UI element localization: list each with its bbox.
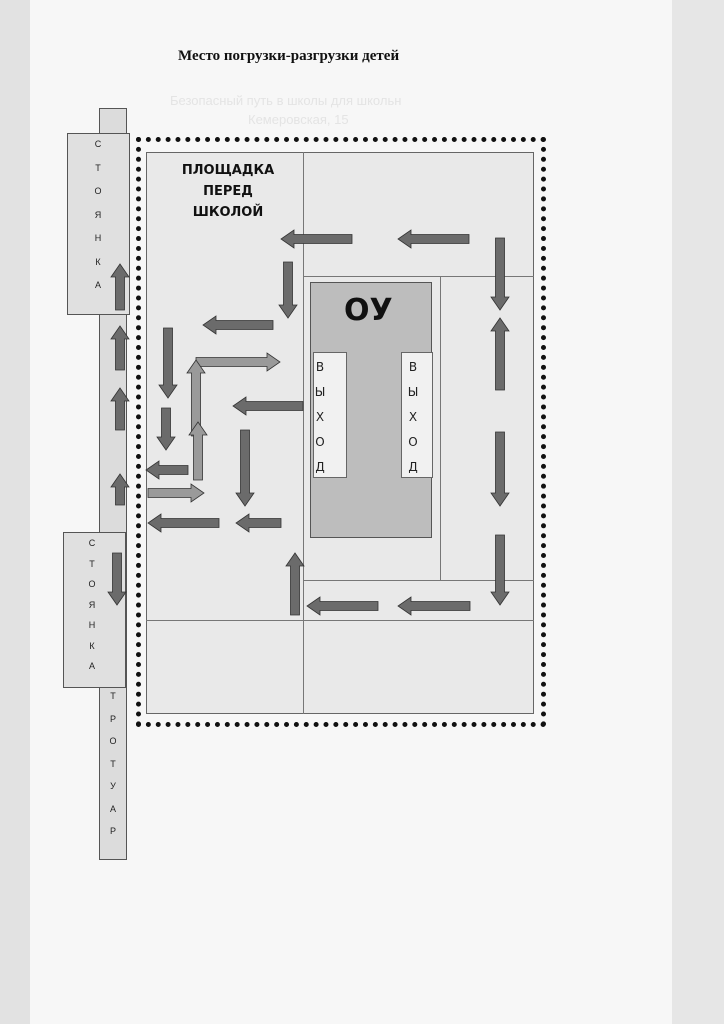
sidewalk-letter: У xyxy=(110,781,116,791)
parking-top-letter: О xyxy=(94,186,102,196)
exit-right-letter: Ы xyxy=(407,385,419,399)
parking-top-letter: Я xyxy=(94,209,102,220)
sidewalk-letter: Р xyxy=(109,713,116,724)
parking-top-letter: Н xyxy=(94,233,102,243)
exit-right-letter: Х xyxy=(408,410,418,424)
direction-arrow xyxy=(110,387,130,431)
parking-top-letter: Т xyxy=(95,162,101,173)
exit-right xyxy=(401,352,433,478)
parking-bottom-letter: А xyxy=(88,661,95,671)
sidewalk-letter: А xyxy=(109,803,116,814)
faint-header-line2: Кемеровская, 15 xyxy=(248,112,349,127)
direction-arrow xyxy=(397,596,471,616)
exit-left-letter: О xyxy=(315,435,325,449)
page-title: Место погрузки-разгрузки детей xyxy=(178,48,400,64)
parking-bottom-letter: К xyxy=(89,640,95,651)
sidewalk-letter: Т xyxy=(110,758,116,769)
building-label: ОУ xyxy=(344,293,393,328)
parking-top-letter: К xyxy=(95,256,101,267)
school-boundary xyxy=(136,137,546,727)
direction-arrow xyxy=(195,352,281,372)
direction-arrow xyxy=(235,429,255,507)
yard-divider-vertical xyxy=(303,152,304,714)
parking-top-letter: А xyxy=(94,280,101,290)
yard-divider-bottom xyxy=(303,580,534,581)
direction-arrow xyxy=(186,359,206,437)
exit-right-letter: Д xyxy=(408,460,418,474)
parking-bottom-letter: О xyxy=(88,579,96,589)
exit-right-letter: В xyxy=(408,360,418,374)
exit-right-letter: О xyxy=(408,435,418,449)
sidewalk-letter: Р xyxy=(109,826,116,836)
direction-arrow xyxy=(110,473,130,506)
page-shadow xyxy=(0,0,30,1024)
exit-left-letter: В xyxy=(315,360,325,374)
direction-arrow xyxy=(235,513,282,533)
direction-arrow xyxy=(306,596,379,616)
yard-divider-lower xyxy=(146,620,534,621)
page-edge xyxy=(672,0,724,1024)
direction-arrow xyxy=(490,317,510,391)
parking-bottom-letter: Н xyxy=(88,620,96,630)
direction-arrow xyxy=(285,552,305,616)
exit-left-letter: Ы xyxy=(314,385,326,399)
building-zone-line xyxy=(440,276,441,580)
direction-arrow xyxy=(202,315,274,335)
direction-arrow xyxy=(147,483,205,503)
direction-arrow xyxy=(280,229,353,249)
direction-arrow xyxy=(397,229,470,249)
faint-header-line1: Безопасный путь в школы для школьн xyxy=(170,93,402,108)
direction-arrow xyxy=(490,237,510,311)
sidewalk-letter: Т xyxy=(110,691,116,701)
parking-top-letter: С xyxy=(94,139,102,149)
direction-arrow xyxy=(145,460,189,480)
parking-bottom-letter: Т xyxy=(89,558,95,569)
direction-arrow xyxy=(188,421,208,481)
direction-arrow xyxy=(110,325,130,371)
direction-arrow xyxy=(107,552,127,606)
direction-arrow xyxy=(156,407,176,451)
yard-divider-top xyxy=(303,276,534,277)
exit-left xyxy=(313,352,347,478)
sidewalk-letter: О xyxy=(109,736,117,746)
exit-left-letter: Х xyxy=(315,410,325,424)
direction-arrow xyxy=(147,513,220,533)
direction-arrow xyxy=(490,534,510,606)
square-label: ПЛОЩАДКА ПЕРЕД ШКОЛОЙ xyxy=(181,163,275,220)
direction-arrow xyxy=(278,261,298,319)
parking-bottom-letter: Я xyxy=(88,599,96,610)
direction-arrow xyxy=(232,396,304,416)
exit-left-letter: Д xyxy=(315,460,325,474)
parking-bottom-letter: С xyxy=(88,538,96,548)
direction-arrow xyxy=(110,263,130,311)
direction-arrow xyxy=(158,327,178,399)
direction-arrow xyxy=(490,431,510,507)
